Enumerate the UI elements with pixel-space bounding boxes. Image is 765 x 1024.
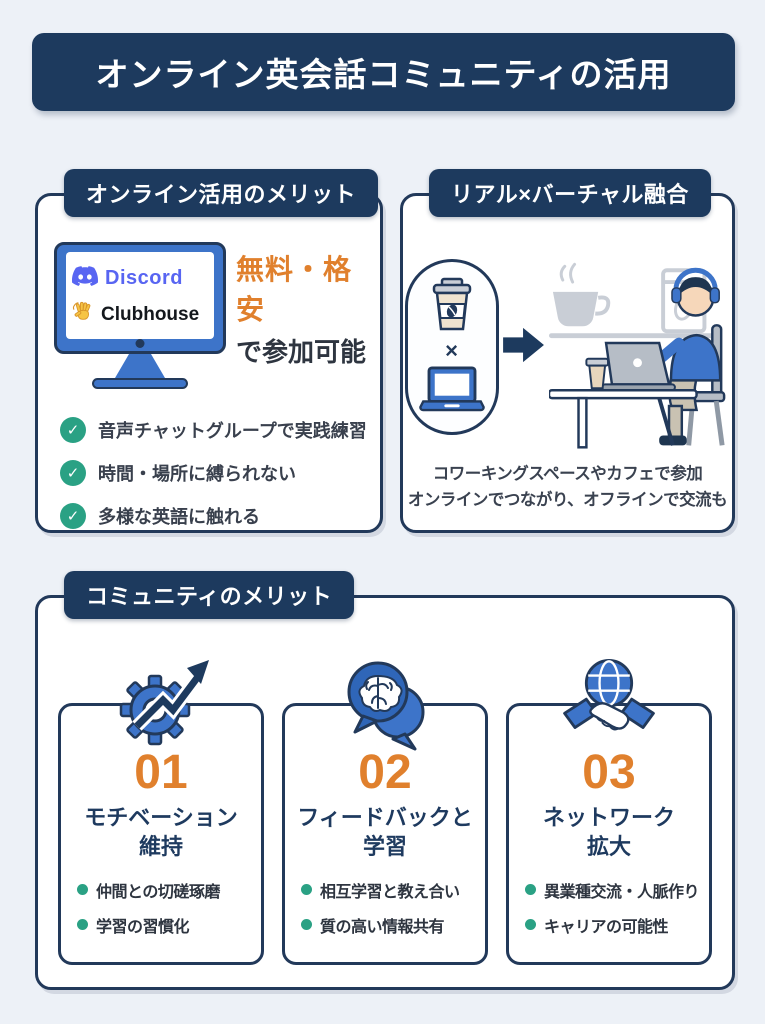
online-illustration-row: Discord xyxy=(54,242,370,389)
monitor-stand xyxy=(115,354,165,378)
bullet-dot-icon xyxy=(301,919,312,931)
community-columns: 01 モチベーション 維持 仲間との切磋琢磨 学習の習慣化 xyxy=(38,658,732,965)
cross-symbol: × xyxy=(445,338,458,363)
online-merits-badge: オンライン活用のメリット xyxy=(64,169,379,217)
brain-chat-icon xyxy=(335,652,435,757)
merit-bullets: 仲間との切磋琢磨 学習の習慣化 xyxy=(77,878,251,937)
merit-bullets: 異業種交流・人脈作り キャリアの可能性 xyxy=(525,878,700,937)
monitor-illustration: Discord xyxy=(54,242,226,389)
list-item: 質の高い情報共有 xyxy=(301,913,475,937)
capsule-shape: × xyxy=(404,259,499,435)
merit-title: ネットワーク 拡大 xyxy=(542,805,675,859)
list-item: 学習の習慣化 xyxy=(77,913,251,937)
online-checklist: ✓ 音声チャットグループで実践練習 ✓ 時間・場所に縛られない ✓ 多様な英語に… xyxy=(60,417,380,529)
discord-label: Discord xyxy=(105,267,183,289)
list-item: 相互学習と教え合い xyxy=(301,878,475,902)
community-badge: コミュニティのメリット xyxy=(64,571,355,619)
arrow-right-icon xyxy=(502,326,545,369)
hybrid-illustration: × xyxy=(403,238,732,456)
hybrid-caption: コワーキングスペースやカフェで参加 オンラインでつながり、オフラインで交流も xyxy=(403,462,732,513)
gear-growth-icon xyxy=(111,652,211,757)
merit-title: フィードバックと 学習 xyxy=(297,805,473,859)
bullet-dot-icon xyxy=(525,884,536,896)
merit-column-network: 03 ネットワーク 拡大 異業種交流・人脈作り キャリアの可能性 xyxy=(506,658,712,965)
platform-clubhouse: Clubhouse xyxy=(72,301,208,328)
page-title: オンライン英会話コミュニティの活用 xyxy=(32,33,735,111)
bullet-dot-icon xyxy=(301,884,312,896)
laptop-icon xyxy=(418,366,485,417)
list-item: ✓ 音声チャットグループで実践練習 xyxy=(60,417,380,443)
list-item: 異業種交流・人脈作り xyxy=(525,878,700,902)
discord-icon xyxy=(71,263,99,294)
waving-hand-icon xyxy=(72,301,94,328)
online-merits-card: オンライン活用のメリット Discord xyxy=(35,169,383,533)
check-icon: ✓ xyxy=(60,503,86,529)
merit-number: 02 xyxy=(358,746,412,799)
price-sub: で参加可能 xyxy=(236,337,367,367)
price-highlight: 無料・格安 xyxy=(236,254,353,325)
cafe-scene-illustration xyxy=(547,239,731,456)
bullet-dot-icon xyxy=(525,919,536,931)
merit-bullets: 相互学習と教え合い 質の高い情報共有 xyxy=(301,878,475,937)
bullet-dot-icon xyxy=(77,884,88,896)
merit-column-feedback: 02 フィードバックと 学習 相互学習と教え合い 質の高い情報共有 xyxy=(282,661,488,965)
merit-column-motivation: 01 モチベーション 維持 仲間との切磋琢磨 学習の習慣化 xyxy=(58,660,264,965)
check-item-label: 多様な英語に触れる xyxy=(98,507,260,527)
list-item: 仲間との切磋琢磨 xyxy=(77,878,251,902)
clubhouse-label: Clubhouse xyxy=(101,303,200,325)
merit-number: 01 xyxy=(134,746,188,799)
bullet-dot-icon xyxy=(77,919,88,931)
monitor-frame: Discord xyxy=(54,242,226,354)
community-merits-card: コミュニティのメリット xyxy=(35,571,735,990)
check-icon: ✓ xyxy=(60,460,86,486)
price-block: 無料・格安 で参加可能 xyxy=(236,248,370,369)
check-item-label: 時間・場所に縛られない xyxy=(98,464,296,484)
monitor-camera-dot xyxy=(135,339,145,348)
hybrid-card: リアル×バーチャル融合 × xyxy=(400,169,735,533)
list-item: キャリアの可能性 xyxy=(525,913,699,937)
platform-discord: Discord xyxy=(71,263,208,294)
caption-line-2: オンラインでつながり、オフラインで交流も xyxy=(407,490,728,509)
caption-line-1: コワーキングスペースやカフェで参加 xyxy=(432,465,703,483)
monitor-screen: Discord xyxy=(66,252,214,339)
list-item: ✓ 時間・場所に縛られない xyxy=(60,460,380,486)
coffee-cup-icon xyxy=(430,277,474,336)
merit-number: 03 xyxy=(582,746,636,799)
check-item-label: 音声チャットグループで実践練習 xyxy=(98,421,367,441)
check-icon: ✓ xyxy=(60,417,86,443)
globe-handshake-icon xyxy=(557,652,661,757)
merit-title: モチベーション 維持 xyxy=(84,805,238,859)
list-item: ✓ 多様な英語に触れる xyxy=(60,503,380,529)
monitor-base xyxy=(92,378,188,389)
hybrid-badge: リアル×バーチャル融合 xyxy=(429,169,711,217)
